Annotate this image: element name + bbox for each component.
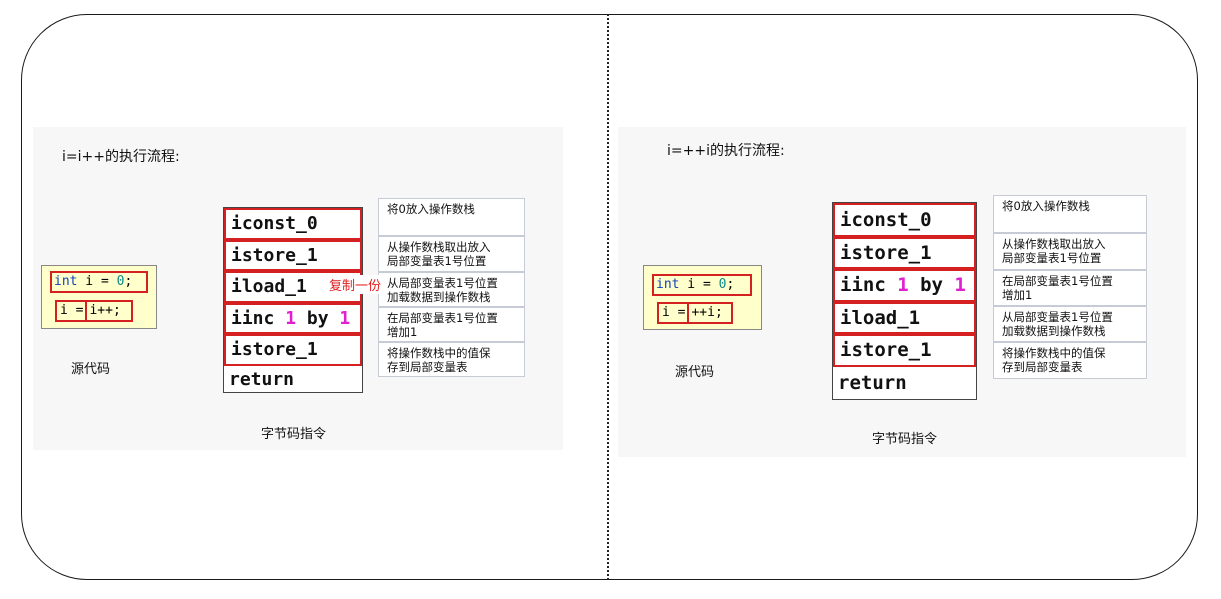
right-source-caption: 源代码	[675, 365, 715, 380]
left-note-3: 从局部变量表1号位置加载数据到操作数栈	[378, 272, 525, 307]
bytecode-number: 1	[897, 274, 909, 296]
note-line: 将操作数栈中的值保	[387, 346, 491, 360]
code-number: 0	[116, 274, 125, 289]
bytecode-row: iinc 1 by 1	[833, 269, 976, 302]
right-note-2: 从操作数栈取出放入局部变量表1号位置	[993, 233, 1147, 270]
code-text: i++;	[85, 302, 121, 320]
left-source-line-1: int i = 0;	[50, 271, 148, 293]
right-note-4: 从局部变量表1号位置加载数据到操作数栈	[993, 306, 1147, 342]
dotted-divider	[607, 14, 609, 580]
code-text: ++i;	[687, 304, 723, 322]
bytecode-number: 1	[954, 274, 966, 296]
bytecode-op: by	[296, 308, 340, 329]
code-text: ;	[124, 274, 133, 289]
note-line: 局部变量表1号位置	[1002, 251, 1102, 265]
bytecode-row: istore_1	[224, 240, 362, 271]
note-line: 增加1	[1002, 288, 1033, 302]
bytecode-row: return	[833, 367, 976, 399]
note-line: 加载数据到操作数栈	[1002, 324, 1106, 338]
bytecode-op: iconst_0	[840, 209, 932, 231]
bytecode-row: iload_1	[833, 302, 976, 334]
note-line: 在局部变量表1号位置	[387, 311, 498, 325]
bytecode-number: 1	[339, 308, 351, 329]
left-note-2: 从操作数栈取出放入局部变量表1号位置	[378, 236, 525, 272]
bytecode-op: iinc	[231, 308, 286, 329]
bytecode-op: return	[838, 372, 907, 394]
note-line: 增加1	[387, 325, 418, 339]
code-text: ;	[726, 277, 735, 292]
left-note-5: 将操作数栈中的值保存到局部变量表	[378, 342, 525, 377]
note-line: 从操作数栈取出放入	[1002, 237, 1106, 251]
bytecode-row: iconst_0	[224, 208, 362, 240]
bytecode-row: iconst_0	[833, 203, 976, 237]
bytecode-number: 1	[285, 308, 297, 329]
right-note-3: 在局部变量表1号位置增加1	[993, 270, 1147, 306]
bytecode-row: return	[224, 366, 362, 394]
left-bytecode-caption: 字节码指令	[261, 427, 327, 442]
note-line: 从局部变量表1号位置	[387, 276, 498, 290]
bytecode-op: return	[229, 369, 295, 390]
code-text: i =	[77, 274, 117, 289]
right-title: i=++i的执行流程:	[667, 143, 785, 159]
left-source-line-2: i =i++;	[55, 300, 133, 322]
left-note-4: 在局部变量表1号位置增加1	[378, 307, 525, 342]
note-line: 存到局部变量表	[1002, 360, 1083, 374]
bytecode-op: istore_1	[840, 339, 932, 361]
right-note-1: 将0放入操作数栈	[993, 195, 1147, 233]
left-source-caption: 源代码	[71, 362, 111, 377]
bytecode-op: istore_1	[840, 242, 932, 264]
code-number: 0	[718, 277, 727, 292]
bytecode-op: iinc	[840, 274, 898, 296]
bytecode-op: istore_1	[231, 245, 318, 266]
keyword: int	[54, 274, 78, 289]
rounded-frame	[21, 14, 1198, 580]
left-note-1: 将0放入操作数栈	[378, 198, 525, 236]
bytecode-op: istore_1	[231, 339, 318, 360]
note-line: 将0放入操作数栈	[387, 202, 475, 216]
right-source-line-1: int i = 0;	[652, 274, 752, 296]
bytecode-row: istore_1	[224, 334, 362, 366]
left-source-box: int i = 0; i =i++;	[41, 265, 157, 329]
note-line: 局部变量表1号位置	[387, 254, 487, 268]
left-bytecode-column: iconst_0 istore_1 iload_1 iinc 1 by 1 is…	[223, 207, 363, 393]
bytecode-row: iinc 1 by 1	[224, 303, 362, 334]
bytecode-row: istore_1	[833, 237, 976, 269]
note-line: 存到局部变量表	[387, 360, 468, 374]
code-text: i =	[679, 277, 719, 292]
right-note-5: 将操作数栈中的值保存到局部变量表	[993, 342, 1147, 379]
right-source-box: int i = 0; i =++i;	[643, 265, 762, 330]
right-bytecode-caption: 字节码指令	[872, 432, 938, 447]
keyword: int	[656, 277, 680, 292]
bytecode-op: iload_1	[840, 307, 921, 329]
bytecode-op: iload_1	[231, 276, 307, 297]
bytecode-row: istore_1	[833, 334, 976, 367]
right-bytecode-column: iconst_0 istore_1 iinc 1 by 1 iload_1 is…	[832, 202, 977, 400]
note-line: 在局部变量表1号位置	[1002, 274, 1113, 288]
note-line: 将0放入操作数栈	[1002, 199, 1090, 213]
code-text: i =	[662, 305, 686, 320]
bytecode-op: by	[908, 274, 955, 296]
note-line: 从操作数栈取出放入	[387, 240, 491, 254]
bytecode-op: iconst_0	[231, 213, 318, 234]
note-line: 将操作数栈中的值保	[1002, 346, 1106, 360]
code-text: i =	[60, 303, 84, 318]
note-line: 从局部变量表1号位置	[1002, 310, 1113, 324]
left-title: i=i++的执行流程:	[62, 149, 180, 165]
right-source-line-2: i =++i;	[657, 302, 733, 324]
note-line: 加载数据到操作数栈	[387, 290, 491, 304]
copy-label: 复制一份	[329, 275, 382, 294]
